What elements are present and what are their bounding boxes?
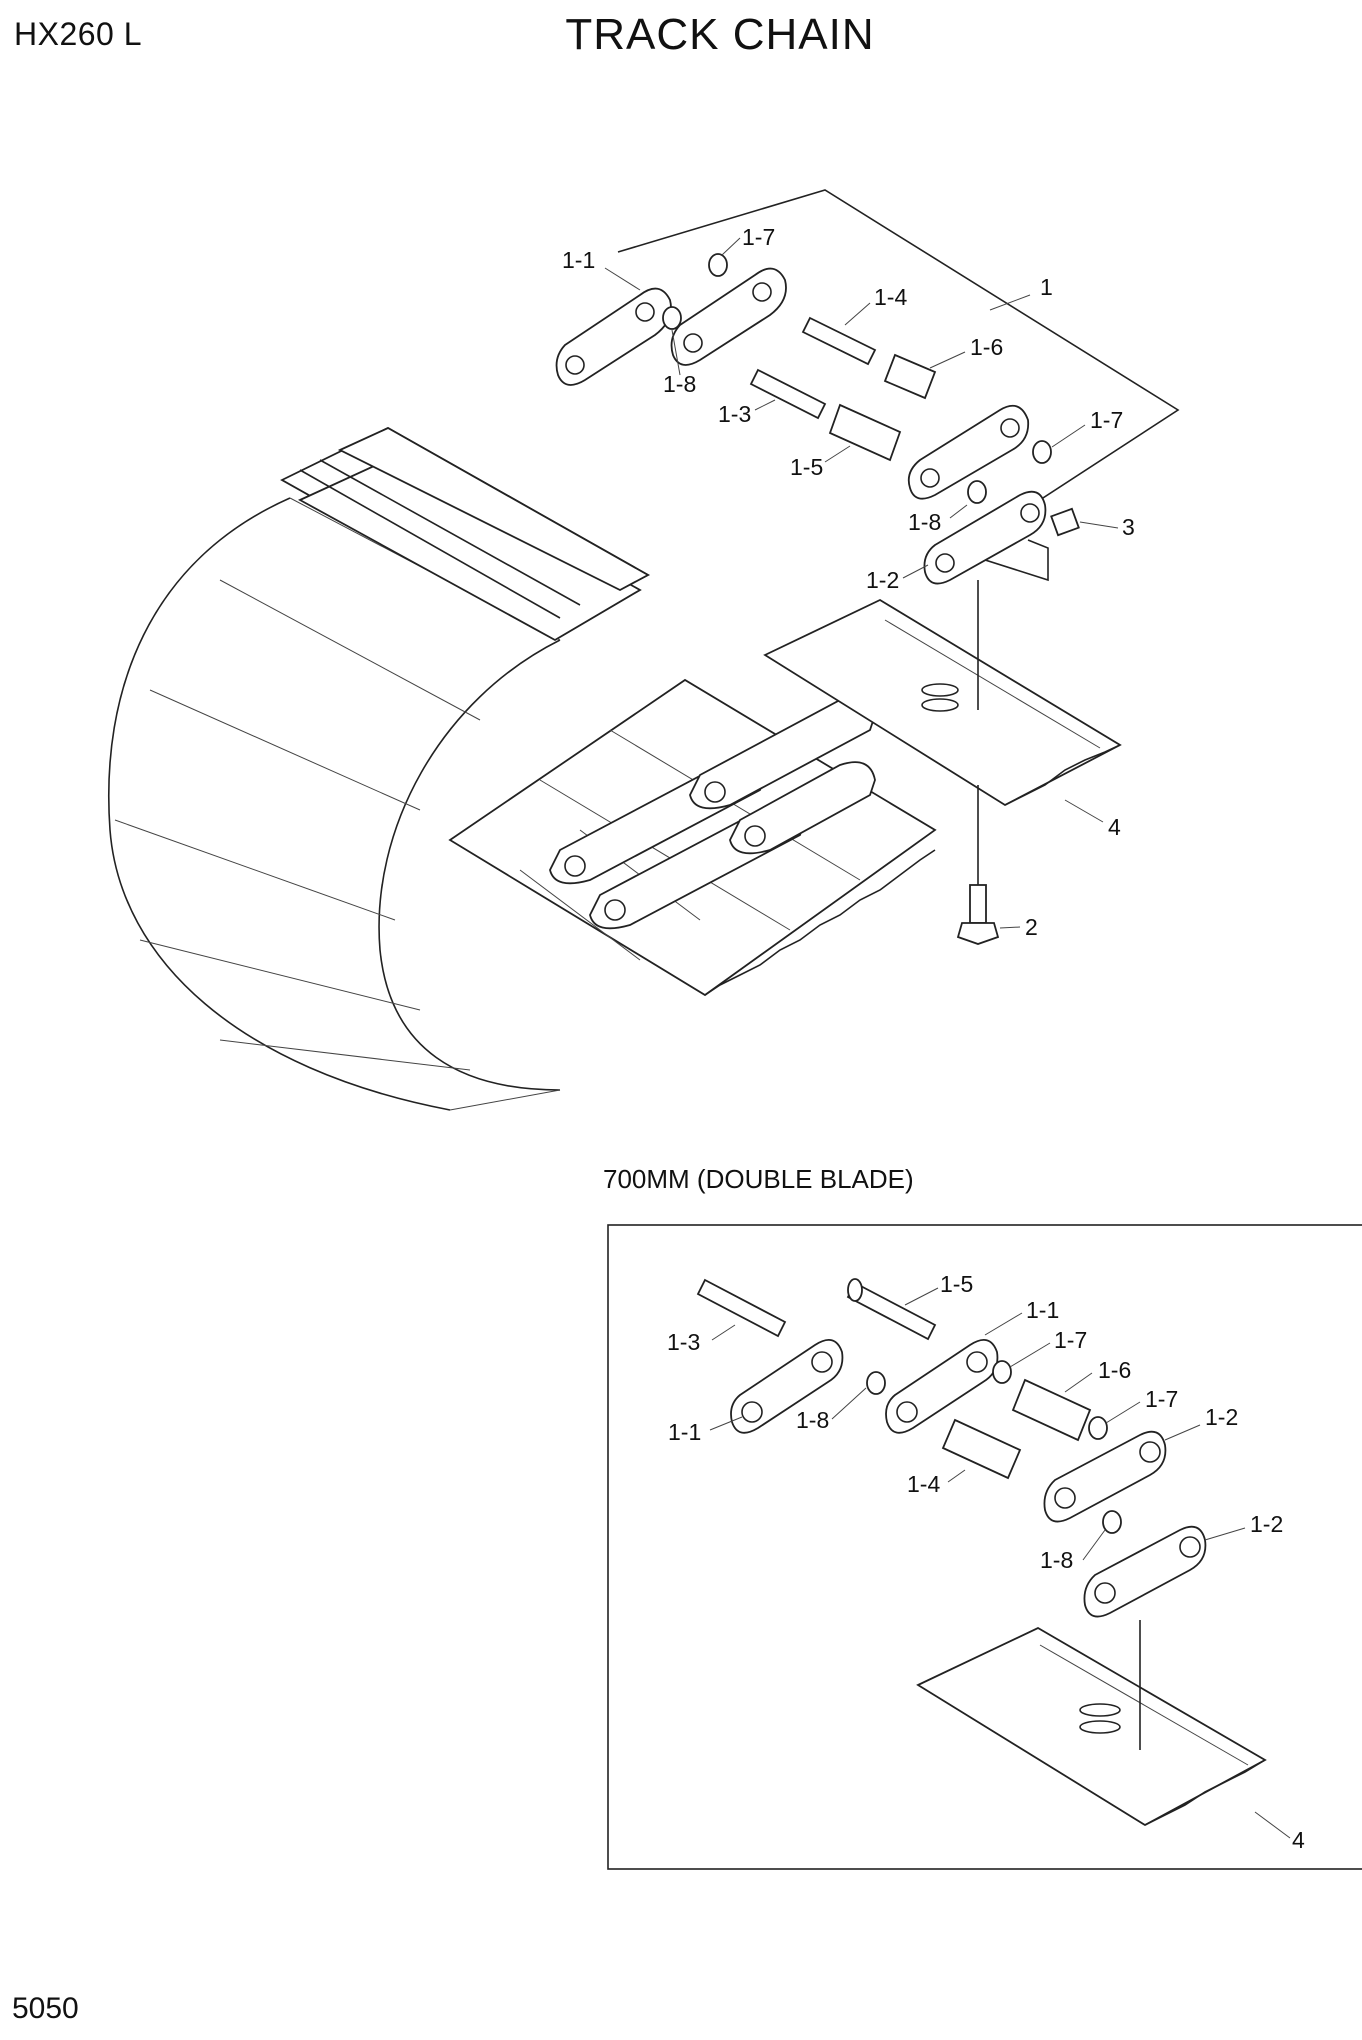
- inset-frame: [607, 1224, 1362, 1870]
- model-label: HX260 L: [14, 16, 143, 52]
- inset-callout-1-3: 1-3: [667, 1329, 700, 1355]
- inset-callout-1-5: 1-5: [940, 1271, 973, 1297]
- main-callouts: 1 1-1 1-7 1-4 1-8 1-6 1-3 1-7 1-5 1-8 3 …: [562, 224, 1135, 940]
- lower-shoe-assembly: [448, 678, 937, 997]
- callout-1-4: 1-4: [874, 284, 907, 310]
- assembly-bracket: [617, 189, 1180, 582]
- page-title: TRACK CHAIN: [565, 10, 875, 59]
- inset-callout-1-8: 1-8: [1040, 1547, 1073, 1573]
- main-exploded-parts: [555, 253, 1122, 945]
- inset-callout-1-2: 1-2: [1205, 1404, 1238, 1430]
- page-number: 5050: [12, 1992, 79, 2025]
- callout-2: 2: [1025, 914, 1038, 940]
- main-leader-lines: [604, 237, 1119, 929]
- callout-3: 3: [1122, 514, 1135, 540]
- inset-exploded-parts: [696, 1278, 1267, 1827]
- callout-1-8: 1-8: [908, 509, 941, 535]
- inset-callouts: 1-5 1-1 1-3 1-7 1-6 1-7 1-1 1-8 1-2 1-4 …: [667, 1271, 1305, 1853]
- inset-callout-1-7: 1-7: [1054, 1327, 1087, 1353]
- inset-callout-1-4: 1-4: [907, 1471, 940, 1497]
- inset-callout-1-7: 1-7: [1145, 1386, 1178, 1412]
- inset-callout-1-8: 1-8: [796, 1407, 829, 1433]
- inset-callout-1-2: 1-2: [1250, 1511, 1283, 1537]
- inset-callout-4: 4: [1292, 1827, 1305, 1853]
- callout-1-5: 1-5: [790, 454, 823, 480]
- inset-callout-1-6: 1-6: [1098, 1357, 1131, 1383]
- callout-1-6: 1-6: [970, 334, 1003, 360]
- callout-1: 1: [1040, 274, 1053, 300]
- callout-1-7: 1-7: [1090, 407, 1123, 433]
- callout-4: 4: [1108, 814, 1121, 840]
- grouser-ribs: [280, 426, 650, 642]
- callout-1-8: 1-8: [663, 371, 696, 397]
- inset-callout-1-1: 1-1: [1026, 1297, 1059, 1323]
- callout-1-7: 1-7: [742, 224, 775, 250]
- callout-1-1: 1-1: [562, 247, 595, 273]
- inset-callout-1-1: 1-1: [668, 1419, 701, 1445]
- inset-caption: 700MM (DOUBLE BLADE): [603, 1164, 914, 1194]
- callout-1-2: 1-2: [866, 567, 899, 593]
- inset-leader-lines: [709, 1287, 1291, 1839]
- callout-1-3: 1-3: [718, 401, 751, 427]
